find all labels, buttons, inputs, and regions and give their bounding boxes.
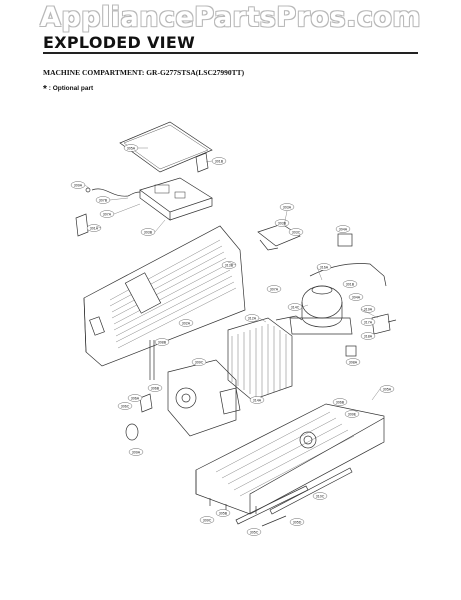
callout: 308A xyxy=(349,360,358,364)
page-title: EXPLODED VIEW xyxy=(43,33,196,52)
callout: 303B xyxy=(278,221,287,225)
callout: 309A xyxy=(132,450,141,454)
callout: 306A xyxy=(131,396,140,400)
callout-labels: 305A 301B 309A 307B 307A 301A 303B 303A … xyxy=(70,144,395,536)
condenser-coil xyxy=(227,317,293,401)
callout: 317A xyxy=(364,320,373,324)
callout: 319A xyxy=(364,307,373,311)
callout: 310C xyxy=(316,494,325,498)
callout: 307A xyxy=(103,212,112,216)
callout: 305A xyxy=(127,146,136,150)
optional-part-note: * : Optional part xyxy=(43,84,93,95)
callout: 308B xyxy=(158,340,167,344)
callout: 307A xyxy=(270,287,279,291)
watermark: AppliancePartsPros.com xyxy=(39,2,422,33)
control-board xyxy=(139,177,213,213)
callout: 309C xyxy=(195,360,204,364)
callout: 305A xyxy=(383,387,392,391)
refrigerant-tube xyxy=(309,263,385,277)
fan-blade xyxy=(125,423,139,441)
fan-motor-bracket xyxy=(257,223,301,247)
callout: 316A xyxy=(320,265,329,269)
callout: 307B xyxy=(99,198,108,202)
callout: 309C xyxy=(203,518,212,522)
clip-part xyxy=(75,213,89,237)
callout: 304A xyxy=(352,295,361,299)
callout: 301B xyxy=(346,282,355,286)
callout: 301A xyxy=(90,226,99,230)
callout: 313B xyxy=(225,263,234,267)
callout: 304A xyxy=(339,227,348,231)
callout: 314A xyxy=(253,398,262,402)
note-symbol: * xyxy=(43,84,47,95)
callout: 303C xyxy=(292,230,301,234)
callout: 306C xyxy=(121,404,130,408)
harness-wire xyxy=(91,188,141,197)
callout: 312A xyxy=(248,316,257,320)
callout: 309E xyxy=(348,412,357,416)
callout: 305B xyxy=(219,511,228,515)
callout: 303B xyxy=(144,230,153,234)
callout: 306B xyxy=(336,400,345,404)
base-plate xyxy=(195,403,385,515)
callout: 302A xyxy=(182,321,191,325)
callout: 303A xyxy=(283,205,292,209)
callout: 314C xyxy=(291,305,300,309)
cover-plate xyxy=(119,121,213,173)
callout: 305C xyxy=(250,530,259,534)
callout: 301B xyxy=(215,159,224,163)
callout: 306B xyxy=(151,386,160,390)
callout: 318A xyxy=(364,334,373,338)
fan-shroud xyxy=(167,359,237,437)
callout: 305D xyxy=(293,520,302,524)
diagram-subtitle: MACHINE COMPARTMENT: GR-G277STSA(LSC2799… xyxy=(43,68,245,77)
bracket-part xyxy=(195,152,209,173)
callout: 309A xyxy=(74,183,83,187)
title-rule xyxy=(43,52,418,54)
base-rail xyxy=(269,467,353,515)
compressor xyxy=(301,285,343,319)
note-text: : Optional part xyxy=(48,85,94,92)
